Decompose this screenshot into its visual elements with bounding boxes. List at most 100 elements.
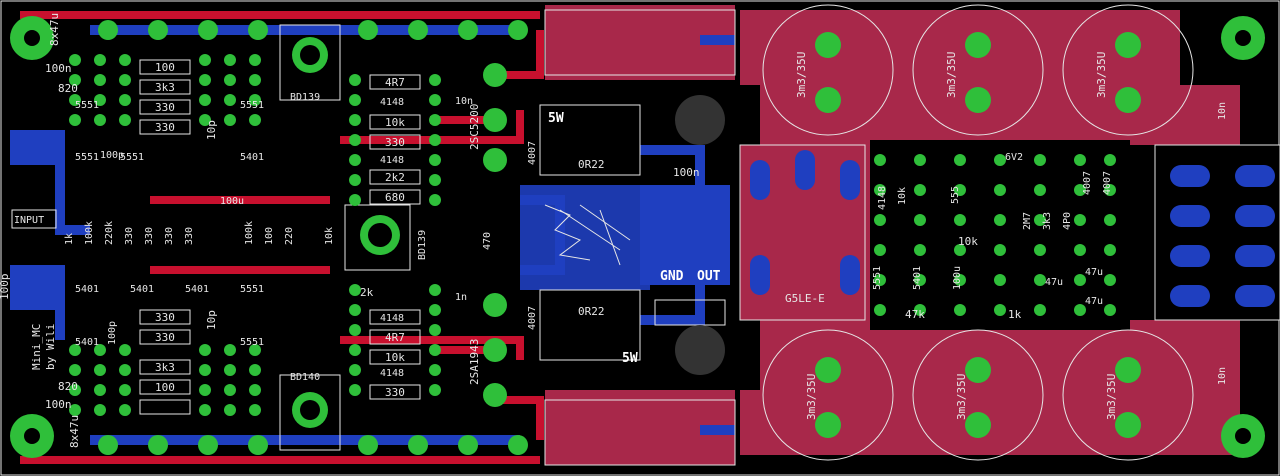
label-c10p-bot: 10p [205,310,218,330]
label-relay: G5LE-E [785,292,825,305]
input-cap-pad-area-2 [10,270,55,310]
label-q5551-relay: 5551 [872,266,883,290]
board-title-line1: Mini_MC [30,324,43,370]
label-c100n-bottom: 100n [45,398,72,411]
label-q5401-d: 5401 [75,337,99,348]
output-pad-area [640,185,730,285]
label-r330-bot-b: 330 [155,331,175,344]
label-c100p: 100p [0,274,11,301]
label-d4007-c: 4007 [1082,171,1093,195]
label-d4148-c: 4148 [380,313,404,324]
label-r10k-mid: 10k [324,227,335,245]
input-cap-pad-area [10,135,55,165]
label-d4148-d: 4148 [380,368,404,379]
label-big-cap-2: 3m3/35U [945,52,958,98]
label-cap-bottom: 8x47u [68,415,81,448]
label-c47u-b: 47u [1045,277,1063,288]
label-q5551-d: 5551 [240,100,264,111]
label-big-cap-1: 3m3/35U [795,52,808,98]
label-c10n-right-bot: 10n [1217,367,1228,385]
label-r4r7-bot: 4R7 [385,331,405,344]
label-r2m7: 2M7 [1022,212,1033,230]
label-5w-top: 5W [548,111,564,126]
label-r680: 680 [385,191,405,204]
top-traces [20,11,544,464]
label-r1k: 1k [64,233,75,245]
board-title-line2: by Wili [44,324,57,370]
label-r0r22-bot: 0R22 [578,305,605,318]
label-2sa1943: 2SA1943 [468,339,481,385]
label-q5401-a: 5401 [75,284,99,295]
label-r4p0: 4P0 [1062,212,1073,230]
label-q5401-c: 5401 [185,284,209,295]
mid-resistor-bank: 1k 100k 220k 330 330 330 330 100k 10k 10… [64,221,335,245]
label-q5401-b: 5401 [130,284,154,295]
label-big-cap-4: 3m3/35U [805,374,818,420]
label-q555: 555 [950,186,961,204]
label-r47k: 47k [905,308,925,321]
label-r330-row2: 330 [144,227,155,245]
label-bd139-mid: BD139 [417,230,428,260]
label-r10k-a: 10k [385,116,405,129]
label-big-cap-6: 3m3/35U [1105,374,1118,420]
label-z6v2: 6V2 [1005,152,1023,163]
label-r330-a: 330 [155,101,175,114]
label-r3k3-relay: 3k3 [1042,212,1053,230]
label-c100n-out: 100n [673,166,700,179]
label-r330-b: 330 [155,121,175,134]
label-input: INPUT [14,215,44,226]
label-q5551-a: 5551 [75,100,99,111]
label-d4148-b: 4148 [380,155,404,166]
label-2sc5200: 2SC5200 [468,104,481,150]
label-q5551-f: 5551 [240,337,264,348]
label-5w-bot: 5W [622,351,638,366]
label-c10n: 10n [455,96,473,107]
input-connector-box [11,209,57,229]
label-c1u: 1u [0,167,3,180]
label-d4007-b: 4007 [527,306,538,330]
label-r10k-b: 10k [385,351,405,364]
label-r100k: 100k [84,221,95,245]
label-out: OUT [697,269,721,284]
label-c1n: 1n [455,292,467,303]
label-gnd: GND [660,269,684,284]
label-c470: 470 [482,232,493,250]
label-q5551-b: 5551 [75,152,99,163]
label-r330-d: 330 [385,386,405,399]
label-relay-10k: 10k [897,187,908,205]
label-r1k-relay: 1k [1008,308,1022,321]
label-c100u: 100u [220,196,244,207]
label-q5401-relay: 5401 [912,266,923,290]
label-d4007-a: 4007 [527,141,538,165]
label-r330-c: 330 [385,136,405,149]
label-q5401-e: 5401 [240,152,264,163]
label-r820-bottom: 820 [58,380,78,393]
label-d4007-d: 4007 [1102,171,1113,195]
label-r100-top: 100 [155,61,175,74]
label-r4r7-top: 4R7 [385,76,405,89]
label-c47u-a: 47u [1085,267,1103,278]
label-bd139: BD139 [290,92,320,103]
label-c47u-c: 47u [1085,296,1103,307]
label-r100k-right: 100k [244,221,255,245]
label-c100p-bot: 100p [107,321,118,345]
label-cap-top: 8x47u [48,13,61,46]
label-ic100u: 100u [952,266,963,290]
label-r0r22-top: 0R22 [578,158,605,171]
output-heatsink-pad [520,185,650,290]
label-r820-top: 820 [58,82,78,95]
label-c10n-right-top: 10n [1217,102,1228,120]
relay-area-cutout [870,140,1130,330]
label-r3k3-bot: 3k3 [155,361,175,374]
silk-outlines [139,4,1280,466]
label-r330-bot-a: 330 [155,311,175,324]
label-d4148-a: 4148 [380,97,404,108]
label-q5551-e: 5551 [240,284,264,295]
label-q5551-c: 5551 [120,152,144,163]
label-r330-row3: 330 [164,227,175,245]
label-r220k: 220k [104,221,115,245]
label-r330-row4: 330 [184,227,195,245]
label-r330-row1: 330 [124,227,135,245]
